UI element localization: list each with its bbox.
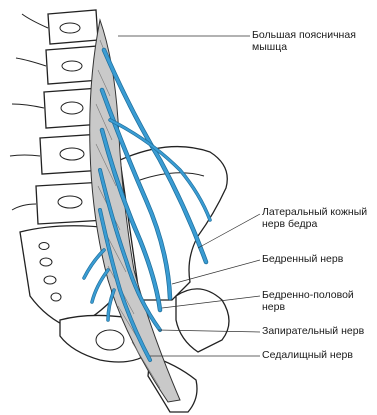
label-obturator-nerve: Запирательный нерв <box>262 325 364 337</box>
sacrum <box>20 226 112 328</box>
label-sciatic-nerve: Седалищный нерв <box>262 349 353 361</box>
label-lateral-femoral-cutaneous-nerve: Латеральный кожный нерв бедра <box>262 206 367 230</box>
label-femoral-nerve: Бедренный нерв <box>262 253 343 265</box>
label-genitofemoral-nerve: Бедренно-половой нерв <box>262 289 354 313</box>
label-psoas-major: Большая поясничная мышца <box>252 29 356 53</box>
